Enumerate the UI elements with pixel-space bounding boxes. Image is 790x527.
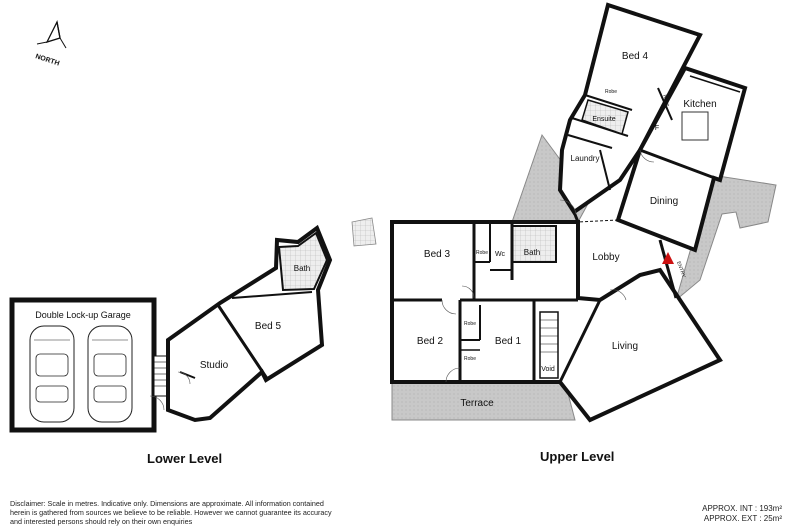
entry-marker (662, 252, 674, 264)
room-label-studio: Studio (200, 360, 229, 371)
room-label-entry: ENTRY (675, 261, 687, 280)
room-label-robe-kitchen: Robe (661, 94, 670, 107)
room-label-lobby: Lobby (592, 252, 619, 263)
room-label-living: Living (612, 341, 638, 352)
upper-building (390, 220, 723, 423)
room-label-laundry: Laundry (571, 154, 600, 163)
room-label-ensuite: Ensuite (592, 116, 615, 123)
room-label-bed4: Bed 4 (622, 51, 649, 62)
car-icon (87, 325, 133, 423)
area-int: APPROX. INT : 193m² (702, 504, 782, 513)
upper-north-wing (557, 2, 748, 253)
room-label-bed1: Bed 1 (495, 336, 522, 347)
room-label-robe-bed2: Robe (464, 356, 476, 362)
room-label-bed3: Bed 3 (424, 249, 451, 260)
room-label-terrace: Terrace (460, 398, 494, 409)
room-label-kitchen: Kitchen (683, 99, 716, 110)
room-label-robe-bed1: Robe (464, 321, 476, 327)
lower-building (149, 224, 333, 423)
area-ext: APPROX. EXT : 25m² (703, 514, 782, 523)
garage-label: Double Lock-up Garage (35, 310, 131, 320)
stairs (153, 355, 169, 397)
level-title-lower: Lower Level (147, 451, 223, 466)
fridge-label: F (655, 125, 659, 132)
room-label-robe-bed4: Robe (605, 89, 617, 95)
compass-label: NORTH (34, 53, 60, 67)
north-arrow-icon (36, 19, 67, 49)
level-title-upper: Upper Level (540, 449, 615, 464)
garage: Double Lock-up Garage (9, 297, 157, 433)
lobby-area (559, 149, 678, 299)
room-label-bed5: Bed 5 (255, 321, 282, 332)
disclaimer-text: Disclaimer: Scale in metres. Indicative … (10, 499, 332, 526)
deck-dining (675, 174, 777, 302)
room-label-bed2: Bed 2 (417, 336, 444, 347)
room-label-void: Void (541, 366, 555, 373)
room-label-dining: Dining (650, 196, 678, 207)
room-label-robe-bed3: Robe (476, 250, 488, 256)
car-icon (29, 325, 75, 423)
lower-deck (351, 217, 377, 247)
room-label-wc: Wc (495, 251, 506, 258)
room-label-bath-lower: Bath (294, 264, 310, 273)
area-summary: APPROX. INT : 193m² APPROX. EXT : 25m² (672, 504, 782, 524)
compass: NORTH (34, 19, 67, 68)
room-label-bath-upper: Bath (524, 248, 540, 257)
